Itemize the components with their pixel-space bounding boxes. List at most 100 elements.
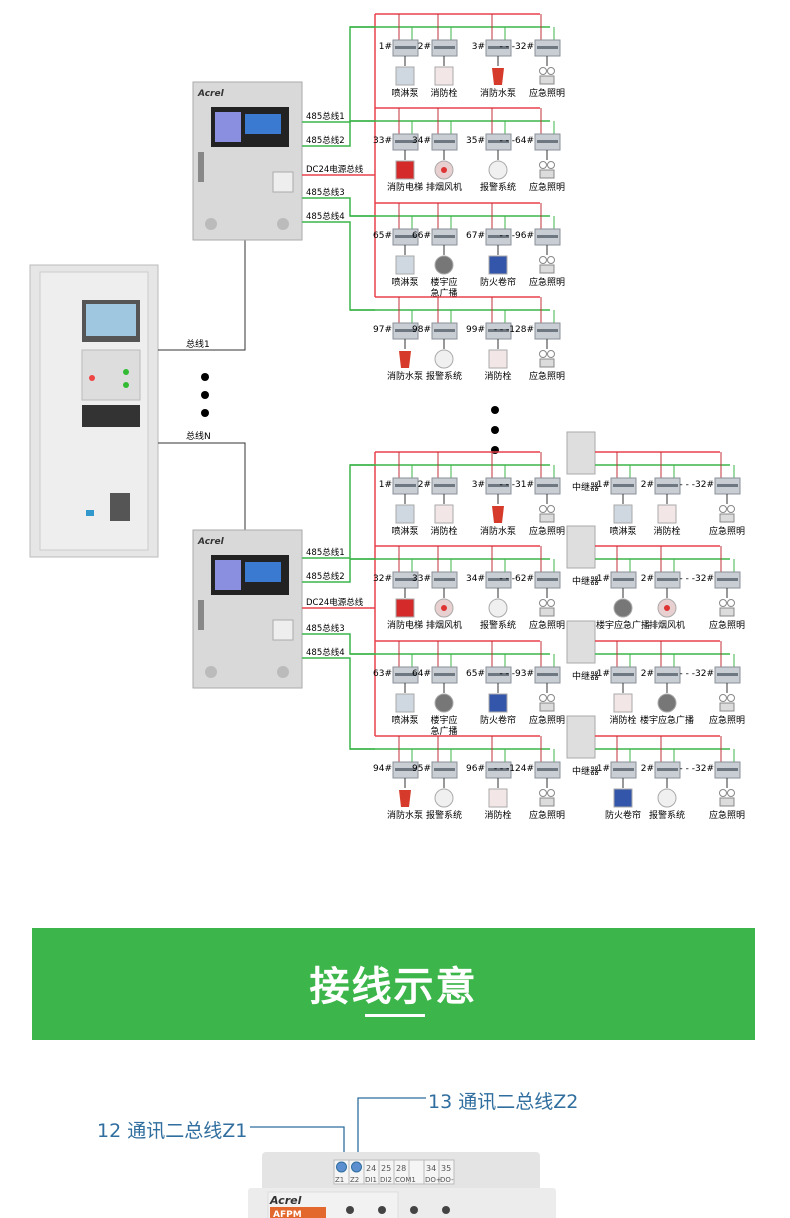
door-handle bbox=[198, 600, 204, 630]
icon-shape bbox=[539, 161, 547, 169]
fire-hydrant-box-icon bbox=[434, 504, 454, 524]
io-module bbox=[610, 477, 637, 495]
smoke-exhaust-fan-icon bbox=[657, 598, 677, 618]
fire-hydrant-box-icon bbox=[613, 693, 633, 713]
device-label: 消防栓 bbox=[609, 714, 636, 726]
module-terminals bbox=[717, 578, 738, 581]
icon-shape bbox=[613, 504, 633, 524]
module-terminals bbox=[488, 484, 509, 487]
icon-shape bbox=[434, 66, 454, 86]
module-number: 1# bbox=[597, 574, 610, 584]
terminal-number: 34 bbox=[426, 1164, 436, 1173]
module-terminals bbox=[657, 768, 678, 771]
module-number: - - -128# bbox=[494, 325, 534, 335]
device-label: 防火卷帘 bbox=[605, 809, 641, 821]
io-module bbox=[534, 761, 561, 779]
module-terminals bbox=[657, 673, 678, 676]
io-module bbox=[534, 133, 561, 151]
repeater-label: 中继器 bbox=[572, 575, 599, 587]
io-module bbox=[485, 477, 512, 495]
module-number: - - -62# bbox=[500, 574, 534, 584]
icon-shape bbox=[539, 702, 555, 712]
repeater-label: 中继器 bbox=[572, 481, 599, 493]
module-number: 2# bbox=[641, 764, 654, 774]
module-terminals bbox=[434, 46, 455, 49]
device-label: 应急照明 bbox=[529, 714, 565, 726]
module-number: 1# bbox=[597, 764, 610, 774]
module-terminals bbox=[613, 768, 634, 771]
host-bus-1-label: 总线1 bbox=[186, 338, 210, 350]
module-terminals bbox=[395, 484, 416, 487]
keypad bbox=[245, 562, 281, 582]
device-label: 应急照明 bbox=[529, 619, 565, 631]
emergency-light-icon bbox=[539, 256, 555, 274]
module-number: 1# bbox=[597, 669, 610, 679]
terminal-label: COM1 bbox=[395, 1176, 416, 1184]
icon-shape bbox=[657, 504, 677, 524]
device-label: 楼宇应急广播 bbox=[596, 619, 650, 631]
device-label: 消防栓 bbox=[430, 525, 457, 537]
fire-hydrant-box-icon bbox=[434, 66, 454, 86]
module-terminals bbox=[717, 484, 738, 487]
repeater-body bbox=[566, 431, 596, 475]
io-module bbox=[431, 322, 458, 340]
module-terminals bbox=[657, 484, 678, 487]
io-module bbox=[431, 133, 458, 151]
module-terminals bbox=[537, 235, 558, 238]
speaker-grille bbox=[277, 218, 289, 230]
module-number: 2# bbox=[641, 480, 654, 490]
module-terminals bbox=[537, 673, 558, 676]
module-terminals bbox=[395, 140, 416, 143]
icon-shape bbox=[539, 169, 555, 179]
io-module bbox=[534, 322, 561, 340]
io-module bbox=[485, 666, 512, 684]
io-module bbox=[534, 477, 561, 495]
module-terminals bbox=[613, 578, 634, 581]
terminal-label: Z2 bbox=[350, 1176, 359, 1184]
repeater-body bbox=[566, 715, 596, 759]
device-model-badge bbox=[270, 1207, 326, 1218]
module-terminals bbox=[395, 673, 416, 676]
icon-shape bbox=[613, 788, 633, 808]
module-number: 2# bbox=[641, 669, 654, 679]
device-label: 报警系统 bbox=[480, 181, 516, 193]
module-number: 2# bbox=[418, 480, 431, 490]
module-terminals bbox=[488, 235, 509, 238]
repeater-label: 中继器 bbox=[572, 765, 599, 777]
brand-logo: Acrel bbox=[197, 537, 225, 547]
lcd-screen bbox=[215, 112, 241, 142]
sprinkler-pump-icon bbox=[395, 66, 415, 86]
terminal-label: Z1 bbox=[335, 1176, 344, 1184]
device-label: 报警系统 bbox=[480, 619, 516, 631]
module-terminals bbox=[488, 673, 509, 676]
module-number: 95# bbox=[412, 764, 431, 774]
section-banner: 接线示意 bbox=[32, 928, 755, 1040]
io-module bbox=[431, 761, 458, 779]
icon-shape bbox=[399, 790, 411, 807]
icon-shape bbox=[539, 264, 555, 274]
repeater: 中继器 bbox=[566, 525, 599, 587]
device-label: 消防栓 bbox=[484, 370, 511, 382]
module-number: 96# bbox=[466, 764, 485, 774]
module-number: 97# bbox=[373, 325, 392, 335]
alarm-detector-icon bbox=[657, 788, 677, 808]
module-number: 32# bbox=[373, 574, 392, 584]
emergency-light-icon bbox=[539, 67, 555, 85]
io-module bbox=[610, 571, 637, 589]
device-label: 应急照明 bbox=[709, 809, 745, 821]
module-terminals bbox=[434, 578, 455, 581]
icon-shape bbox=[539, 350, 547, 358]
callout-z2: 13 通讯二总线Z2 bbox=[428, 1091, 579, 1113]
module-terminals bbox=[537, 484, 558, 487]
keypad bbox=[245, 114, 281, 134]
icon-shape bbox=[539, 75, 555, 85]
io-module bbox=[431, 477, 458, 495]
icon-shape bbox=[488, 349, 508, 369]
device-label: 喷淋泵 bbox=[609, 525, 636, 537]
broadcast-speaker-icon bbox=[613, 598, 633, 618]
icon-shape bbox=[492, 68, 504, 85]
emergency-light-icon bbox=[719, 694, 735, 712]
device-label: 喷淋泵 bbox=[391, 714, 418, 726]
icon-shape bbox=[719, 607, 735, 617]
emergency-light-icon bbox=[539, 789, 555, 807]
